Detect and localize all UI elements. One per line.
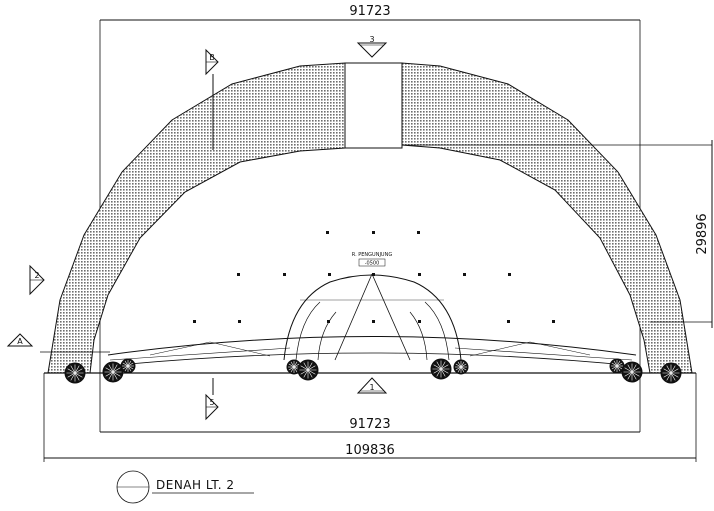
section-marker-bottom-label: 1 [369, 383, 374, 392]
dim-bottom-inner-label: 91723 [349, 417, 390, 432]
section-marker-2: 2 [29, 264, 45, 296]
wheel-spoke [624, 367, 640, 377]
wheel-spoke [105, 367, 121, 377]
wheel-spoke [122, 362, 134, 370]
section-marker-2-label: 2 [34, 271, 39, 280]
section-marker-bottom: 1 [356, 377, 388, 394]
floor-baseline [40, 351, 697, 462]
dim-bottom-overall-label: 109836 [345, 443, 395, 458]
dim-right-label: 29896 [695, 213, 710, 254]
wheel-spoke [300, 365, 316, 375]
wheel-spoke [433, 364, 449, 374]
room-level: -0500 [365, 261, 380, 267]
outer-ring [47, 62, 693, 374]
section-marker-5-label: 5 [209, 398, 214, 407]
drawing-title-block: DENAH LT. 2 [116, 470, 254, 504]
wheel-spoke [288, 363, 300, 371]
wheel-spoke [67, 368, 83, 378]
base-wheels [64, 358, 682, 384]
wheel-spoke [611, 362, 623, 370]
section-marker-b: B [205, 48, 219, 150]
section-marker-top: 3 [356, 35, 388, 58]
column-grid [193, 231, 555, 323]
right-dimension: 29896 [402, 140, 713, 328]
section-marker-a: A [6, 333, 34, 347]
bottom-dimension-inner: 91723 [100, 417, 640, 433]
section-marker-5: 5 [205, 378, 219, 421]
bottom-dimension-overall: 109836 [44, 443, 696, 459]
section-marker-b-label: B [209, 53, 215, 62]
canopy-structure [107, 273, 637, 367]
dim-top-label: 91723 [349, 4, 390, 19]
drawing-title: DENAH LT. 2 [156, 478, 235, 492]
section-marker-a-label: A [17, 337, 23, 346]
room-name: R. PENGUNJUNG [352, 252, 393, 258]
wheel-spoke [663, 368, 679, 378]
section-marker-top-label: 3 [369, 35, 374, 44]
room-label: R. PENGUNJUNG -0500 [352, 252, 393, 267]
wheel-spoke [455, 363, 467, 371]
